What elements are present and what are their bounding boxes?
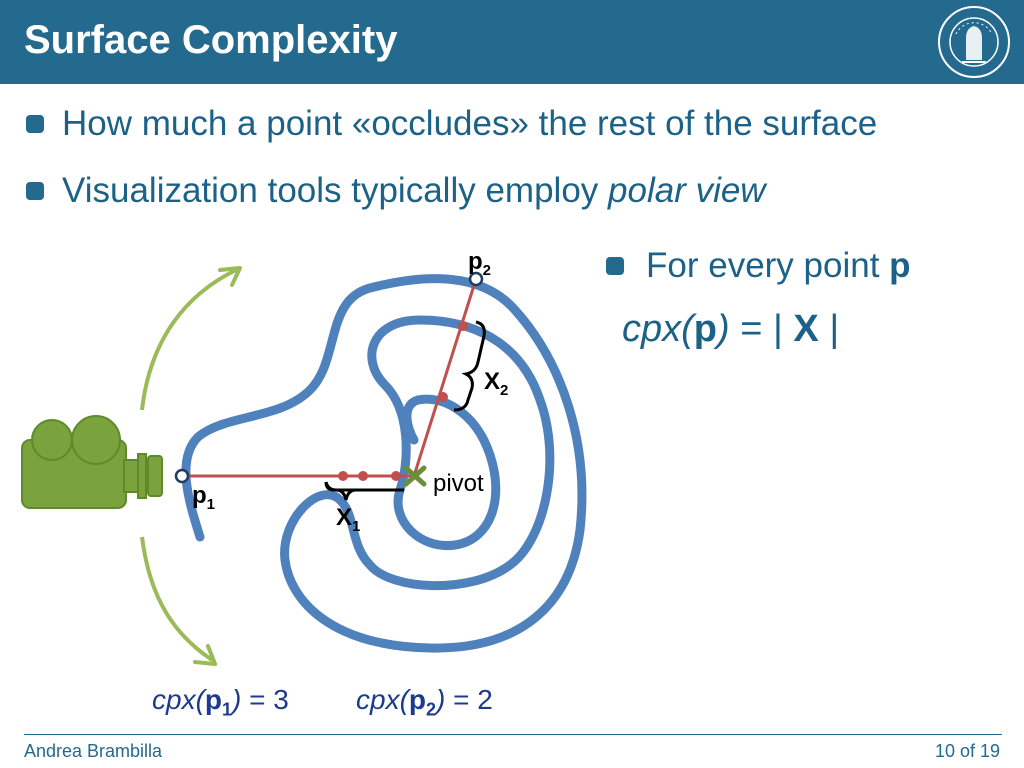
header-bar: Surface Complexity	[0, 0, 1024, 84]
slide-title: Surface Complexity	[24, 18, 398, 62]
bullet-text: How much a point «occludes» the rest of …	[62, 104, 878, 143]
footer-page-number: 10 of 19	[934, 741, 1000, 761]
intersection-points	[338, 321, 468, 481]
surface-curve	[181, 274, 587, 653]
label-x2: X2	[484, 368, 509, 399]
point-p2	[468, 271, 484, 287]
bullet-marker	[26, 115, 44, 133]
label-p2: p2	[468, 248, 492, 279]
cpx-definition: cpx(p) = | X |	[622, 308, 840, 350]
bullet-occludes: How much a point «occludes» the rest of …	[26, 104, 877, 144]
cpx-result-p1: cpx(p1) = 3	[152, 684, 289, 720]
bullet-marker	[606, 257, 624, 275]
arrow-up-head	[218, 266, 242, 287]
arrow-down-head	[193, 644, 217, 666]
footer-divider	[24, 734, 1002, 735]
bullet-every-point: For every point p	[606, 246, 911, 286]
bullet-marker	[26, 182, 44, 200]
footer-author: Andrea Brambilla	[24, 741, 163, 761]
bullet-emphasis: polar view	[608, 171, 766, 210]
university-seal-logo	[938, 6, 1010, 78]
label-p1: p1	[192, 482, 216, 513]
arrow-down	[140, 536, 214, 662]
pivot-marker	[403, 465, 427, 487]
label-pivot: pivot	[433, 470, 484, 497]
arrow-up	[140, 268, 237, 411]
camera-icon	[21, 415, 163, 509]
bullet-text: For every point p	[646, 246, 911, 285]
brace-x2	[453, 320, 486, 412]
point-p1	[174, 468, 190, 484]
bullet-text: Visualization tools typically employ pol…	[62, 171, 766, 210]
label-x1: X1	[336, 504, 361, 535]
bullet-polar-view: Visualization tools typically employ pol…	[26, 171, 766, 211]
cpx-result-p2: cpx(p2) = 2	[356, 684, 493, 720]
ray-p2	[412, 278, 478, 477]
